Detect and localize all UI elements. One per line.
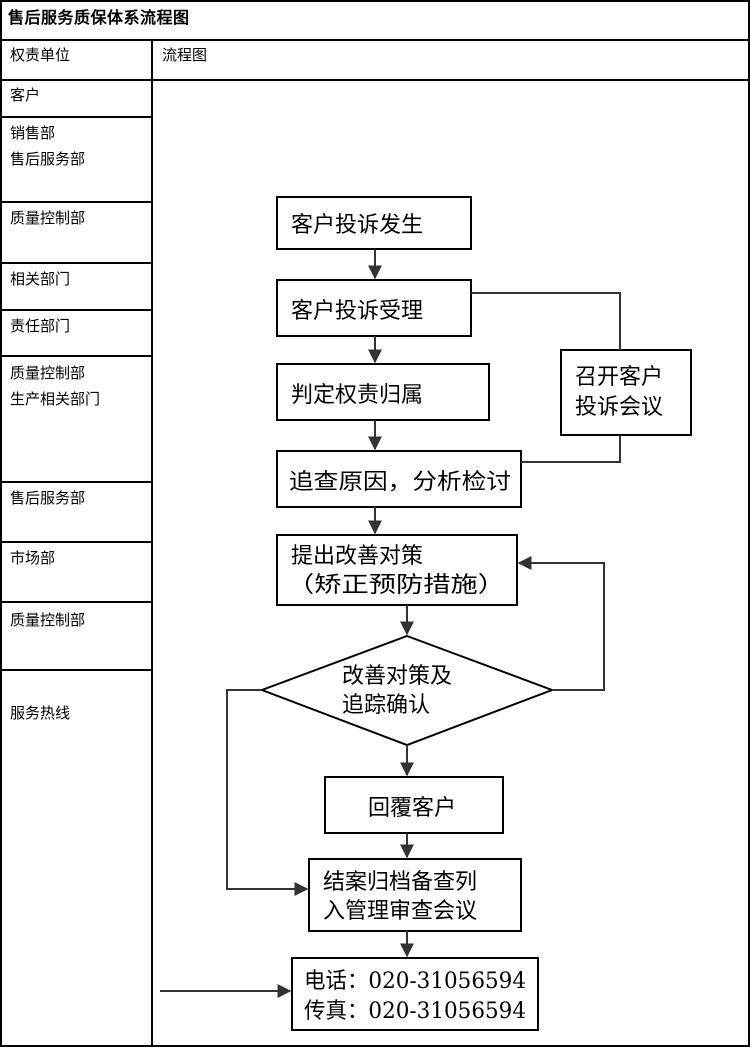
row-divider bbox=[0, 601, 152, 603]
header-responsible-unit: 权责单位 bbox=[10, 46, 71, 64]
box-service-hotline bbox=[291, 957, 539, 1031]
row-divider bbox=[0, 201, 152, 203]
bypass-arrow bbox=[226, 689, 309, 896]
box-reply-customer bbox=[324, 776, 504, 834]
box-improvement-measures bbox=[276, 534, 518, 606]
label-investigate-cause: 追查原因，分析检讨 bbox=[289, 470, 511, 495]
box-complaint-meeting bbox=[560, 349, 692, 436]
row-label: 责任部门 bbox=[10, 317, 71, 335]
feedback-arrow bbox=[517, 556, 605, 691]
row-divider bbox=[0, 481, 152, 483]
row-label: 销售部 售后服务部 bbox=[10, 124, 86, 168]
label-improvement-line1: 提出改善对策 bbox=[291, 544, 423, 569]
label-meeting-line2: 投诉会议 bbox=[575, 395, 663, 420]
meeting-connector bbox=[521, 435, 621, 463]
box-determine-responsibility bbox=[276, 363, 490, 421]
meeting-connector bbox=[471, 292, 621, 350]
row-label: 质量控制部 bbox=[10, 611, 86, 629]
label-confirm-line1: 改善对策及 bbox=[342, 664, 452, 689]
label-fax: 传真：020-31056594 bbox=[304, 999, 526, 1024]
label-phone: 电话：020-31056594 bbox=[304, 969, 526, 994]
label-complaint-accepted: 客户投诉受理 bbox=[291, 299, 423, 324]
row-label: 市场部 bbox=[10, 549, 56, 567]
header-flowchart: 流程图 bbox=[162, 46, 208, 64]
label-meeting-line1: 召开客户 bbox=[575, 365, 663, 390]
row-label: 客户 bbox=[10, 86, 41, 104]
box-archive bbox=[308, 858, 522, 932]
row-label: 服务热线 bbox=[10, 704, 71, 722]
row-divider bbox=[0, 262, 152, 264]
row-label: 相关部门 bbox=[10, 270, 71, 288]
row-label: 质量控制部 bbox=[10, 209, 86, 227]
row-divider bbox=[0, 669, 152, 671]
decision-confirm-improvement bbox=[259, 634, 555, 747]
column-divider bbox=[151, 40, 153, 1045]
label-reply-customer: 回覆客户 bbox=[368, 796, 456, 821]
label-improvement-line2: （矫正预防措施） bbox=[287, 573, 505, 598]
label-confirm-line2: 追踪确认 bbox=[342, 693, 430, 718]
page-title: 售后服务质保体系流程图 bbox=[8, 8, 190, 27]
header-divider bbox=[0, 79, 750, 81]
row-divider bbox=[0, 355, 152, 357]
label-archive-line1: 结案归档备查列 bbox=[323, 870, 477, 895]
row-label: 售后服务部 bbox=[10, 489, 86, 507]
label-archive-line2: 入管理审查会议 bbox=[323, 899, 477, 924]
label-determine-responsibility: 判定权责归属 bbox=[291, 383, 423, 408]
row-label: 质量控制部 生产相关部门 bbox=[10, 364, 101, 408]
box-investigate-cause bbox=[276, 450, 522, 508]
title-divider bbox=[0, 39, 750, 41]
row-divider bbox=[0, 541, 152, 543]
label-complaint-occurs: 客户投诉发生 bbox=[291, 213, 423, 238]
row-divider bbox=[0, 309, 152, 311]
row-divider bbox=[0, 116, 152, 118]
